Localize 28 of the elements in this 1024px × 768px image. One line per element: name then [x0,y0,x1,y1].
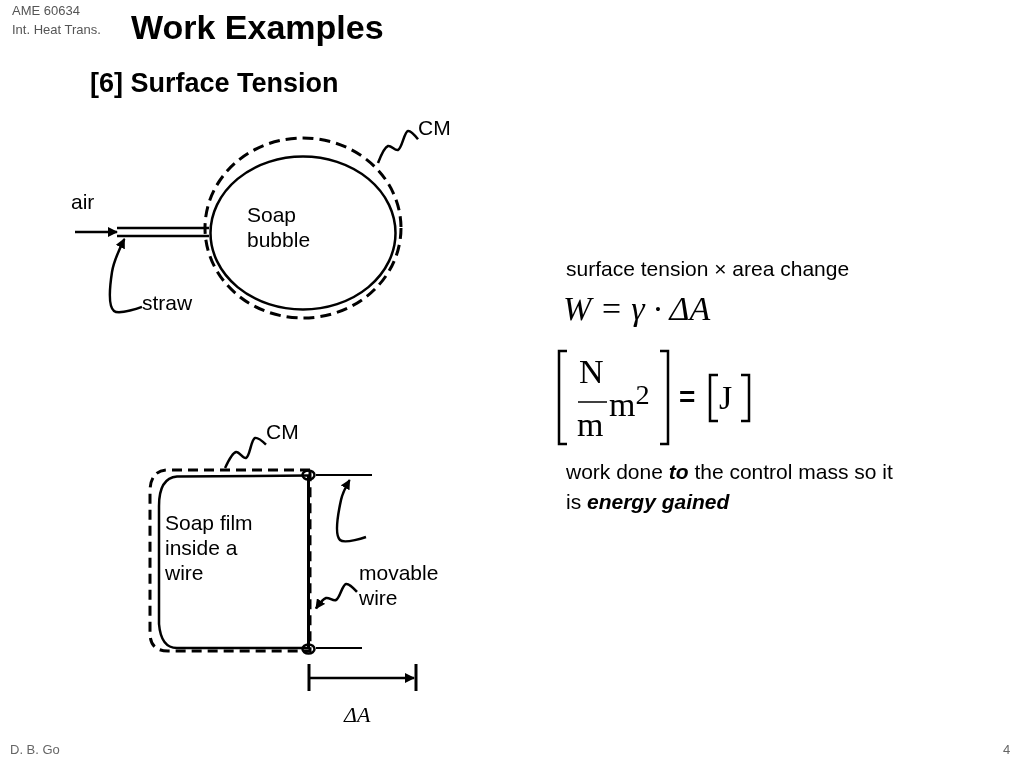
callout-label: CM [266,419,310,446]
unit-symbol: m$^{2}$ [609,378,650,426]
arrow [75,227,118,237]
header-text: AME 60634 [12,3,80,19]
page-number: 4 [1003,742,1011,758]
node-label: Soap film inside a wire [165,510,254,586]
leader-line [223,436,267,469]
callout-label: straw [142,290,206,318]
arrow [315,582,358,610]
arrow [108,238,143,314]
footer-text: D. B. Go [10,742,60,758]
slide-title: Work Examples [131,8,384,47]
formula-caption: surface tension × area change [566,256,850,282]
subheading: [6] Surface Tension [90,67,339,100]
callout-label: CM [418,115,462,142]
dimension-label: ΔA [344,702,371,729]
header-text: Int. Heat Trans. [12,22,101,38]
arrow [335,479,367,543]
node-label: Soap bubble [247,202,312,253]
unit-symbol: m [577,405,604,445]
unit-symbol: J [719,378,733,418]
unit-symbol: N [579,352,604,392]
flow-label: air [71,189,95,215]
equation: W = γ · ΔA [563,289,711,329]
callout-label: movable wire [359,560,459,618]
note-text: work done to the control mass so it is energy gained [566,459,894,516]
equals-sign: = [679,380,696,414]
leader-line [376,129,419,164]
